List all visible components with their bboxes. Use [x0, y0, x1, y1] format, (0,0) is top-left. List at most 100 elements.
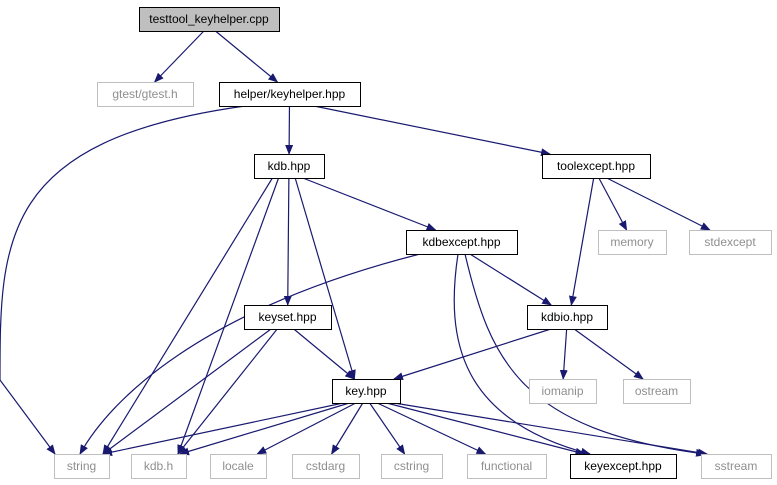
edge-key-hpp-to-keyexcept-hpp — [386, 402, 586, 456]
edge-key-hpp-to-kdb-h — [179, 402, 350, 456]
edge-kdb-hpp-to-kdb-h — [177, 177, 280, 455]
node-box — [406, 230, 518, 255]
edge-line — [464, 253, 706, 457]
node-testtool-keyhelper[interactable]: testtool_keyhelper.cpp — [139, 7, 280, 32]
node-box — [54, 454, 110, 479]
edge-line — [386, 402, 586, 456]
edge-testtool-keyhelper-to-gtest — [153, 30, 205, 83]
node-string: string — [54, 454, 110, 479]
node-label: kdbexcept.hpp — [422, 235, 500, 249]
edge-line — [283, 177, 292, 306]
edge-keyset-hpp-to-kdb-h — [177, 328, 278, 455]
node-box — [332, 379, 401, 404]
node-kdbio-hpp[interactable]: kdbio.hpp — [527, 305, 608, 330]
node-label: key.hpp — [345, 384, 386, 398]
node-cstring: cstring — [381, 454, 443, 479]
node-label: kdb.h — [144, 459, 173, 473]
edge-line — [102, 177, 273, 455]
edge-toolexcept-hpp-to-stdexcept — [606, 177, 711, 231]
edge-line — [294, 177, 356, 380]
node-box — [527, 305, 608, 330]
edge-keyhelper-hpp-to-string — [0, 105, 246, 455]
edge-toolexcept-hpp-to-kdbio-hpp — [568, 177, 595, 306]
edge-kdbexcept-hpp-to-keyexcept-hpp — [453, 253, 591, 456]
edge-kdb-hpp-to-kdbexcept-hpp — [302, 177, 437, 231]
node-box — [139, 7, 280, 32]
node-label: string — [67, 459, 96, 473]
edge-kdb-hpp-to-key-hpp — [294, 177, 356, 380]
node-kdb-hpp[interactable]: kdb.hpp — [254, 154, 325, 179]
edge-line — [177, 328, 278, 455]
edge-line — [568, 177, 595, 306]
edge-line — [393, 328, 552, 381]
node-box — [97, 82, 194, 107]
node-gtest: gtest/gtest.h — [97, 82, 194, 107]
node-label: functional — [481, 459, 532, 473]
node-box — [529, 379, 597, 404]
node-label: toolexcept.hpp — [557, 159, 635, 173]
edge-kdbexcept-hpp-to-string — [79, 253, 421, 455]
node-box — [381, 454, 443, 479]
node-label: iomanip — [541, 384, 583, 398]
node-keyset-hpp[interactable]: keyset.hpp — [244, 305, 332, 330]
node-kdbexcept-hpp[interactable]: kdbexcept.hpp — [406, 230, 518, 255]
edge-line — [79, 253, 421, 455]
edge-line — [469, 253, 553, 306]
node-sstream: sstream — [701, 454, 772, 479]
edge-keyhelper-hpp-to-toolexcept-hpp — [313, 105, 552, 157]
node-label: helper/keyhelper.hpp — [234, 87, 346, 101]
edge-line — [453, 253, 591, 456]
node-box — [210, 454, 267, 479]
edge-keyset-hpp-to-string — [102, 328, 272, 455]
edge-line — [331, 402, 364, 455]
node-functional: functional — [467, 454, 547, 479]
edge-key-hpp-to-cstring — [369, 402, 406, 455]
edge-key-hpp-to-cstdarg — [331, 402, 364, 455]
node-box — [598, 230, 667, 255]
edge-line — [102, 328, 272, 455]
node-label: keyexcept.hpp — [584, 459, 662, 473]
edge-key-hpp-to-functional — [376, 402, 487, 455]
node-label: ostream — [635, 384, 678, 398]
node-box — [131, 454, 187, 479]
edge-line — [376, 402, 487, 455]
node-keyhelper-hpp[interactable]: helper/keyhelper.hpp — [219, 82, 361, 107]
edge-kdbio-hpp-to-ostream — [573, 328, 644, 380]
node-toolexcept-hpp[interactable]: toolexcept.hpp — [542, 154, 651, 179]
edge-kdb-hpp-to-keyset-hpp — [283, 177, 292, 306]
edge-line — [102, 402, 344, 457]
node-box — [570, 454, 677, 479]
edges-layer — [0, 30, 711, 457]
edge-line — [606, 177, 711, 231]
edge-line — [293, 328, 355, 380]
node-key-hpp[interactable]: key.hpp — [332, 379, 401, 404]
node-cstdarg: cstdarg — [292, 454, 360, 479]
node-box — [467, 454, 547, 479]
node-box — [254, 154, 325, 179]
node-label: memory — [610, 235, 653, 249]
edge-kdb-hpp-to-string — [102, 177, 273, 455]
edge-line — [179, 402, 350, 456]
edge-kdbio-hpp-to-iomanip — [559, 328, 568, 380]
node-stdexcept: stdexcept — [689, 230, 772, 255]
node-iomanip: iomanip — [529, 379, 597, 404]
edge-kdbio-hpp-to-key-hpp — [393, 328, 552, 381]
node-label: stdexcept — [704, 235, 756, 249]
edge-line — [256, 402, 357, 455]
edge-line — [153, 30, 205, 83]
edge-key-hpp-to-string — [102, 402, 344, 457]
edge-line — [302, 177, 437, 231]
node-memory: memory — [598, 230, 667, 255]
edge-testtool-keyhelper-to-keyhelper-hpp — [215, 30, 279, 83]
edge-line — [369, 402, 406, 455]
node-keyexcept-hpp[interactable]: keyexcept.hpp — [570, 454, 677, 479]
node-box — [292, 454, 360, 479]
edge-line — [393, 402, 708, 457]
edge-kdbexcept-hpp-to-sstream — [464, 253, 706, 457]
node-box — [219, 82, 361, 107]
node-label: keyset.hpp — [258, 310, 316, 324]
edge-line — [313, 105, 552, 157]
edge-key-hpp-to-locale — [256, 402, 357, 455]
node-label: cstdarg — [306, 459, 345, 473]
